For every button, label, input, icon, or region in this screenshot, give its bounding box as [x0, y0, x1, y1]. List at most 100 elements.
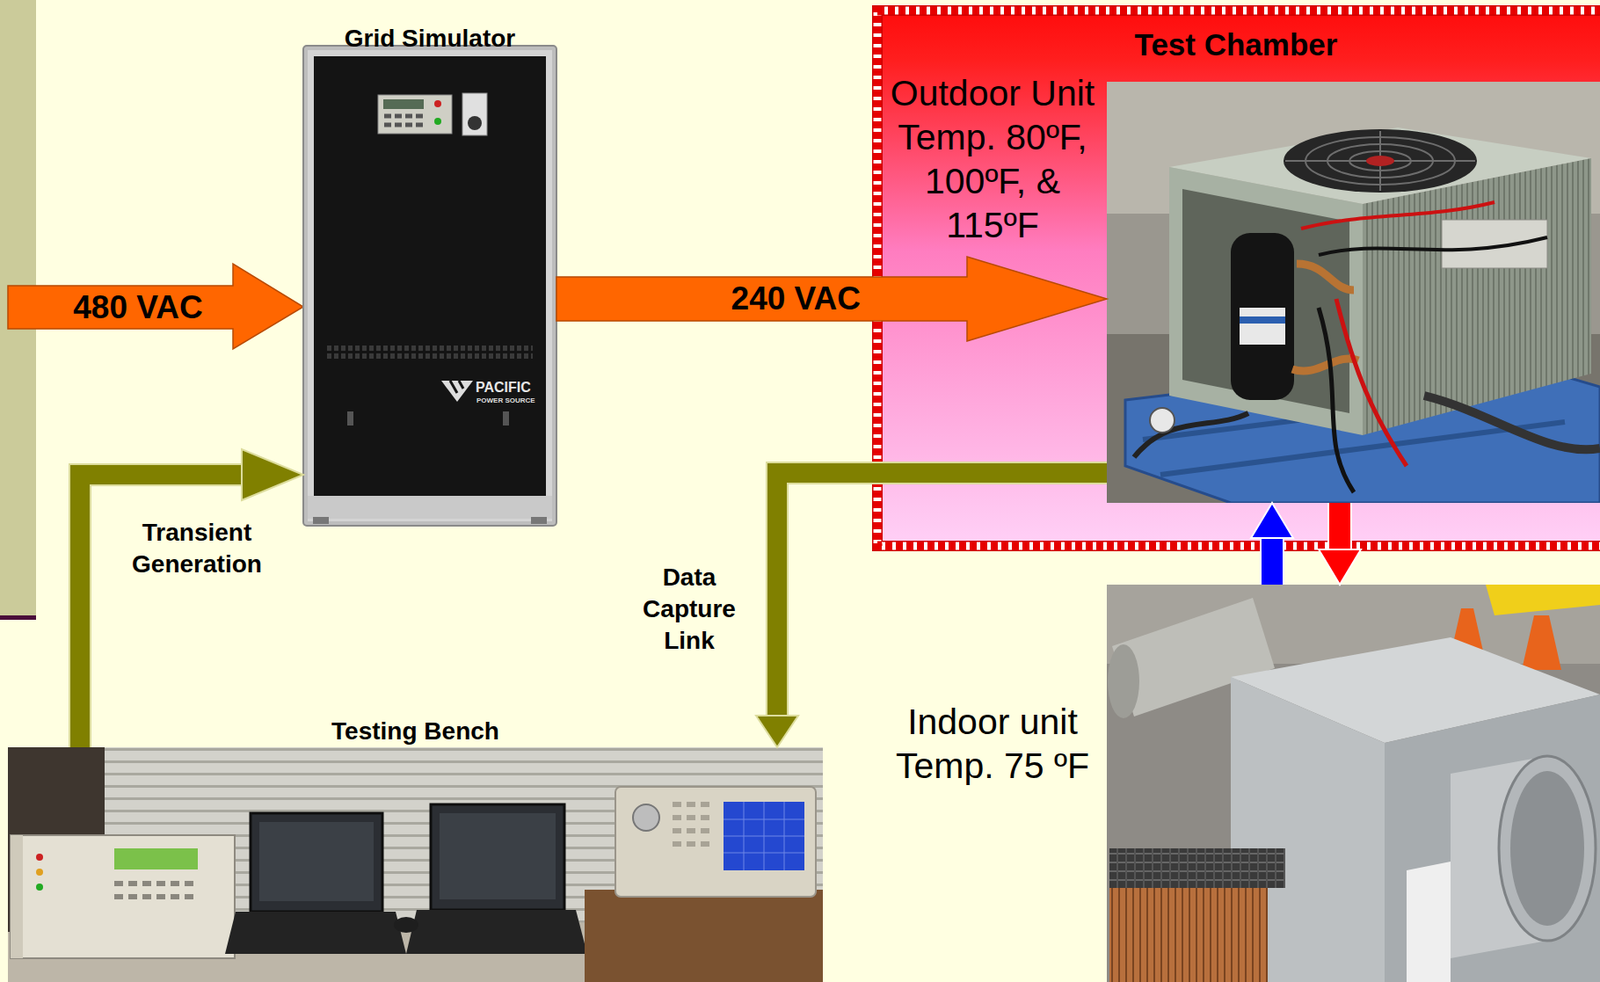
- edge-label-place: 240 VAC: [619, 277, 972, 320]
- outdoor-unit-photo: [1106, 81, 1600, 503]
- indoor-unit-photo: [1498, 756, 1596, 941]
- unit-caption: Indoor unit Temp. 75 ºF: [881, 699, 1104, 788]
- supply-arrow: [7, 263, 304, 350]
- refrigerant-arrow-shaft: [1329, 502, 1351, 551]
- testing-bench-photo: [723, 801, 805, 871]
- testing-bench-photo: [615, 786, 816, 897]
- refrigerant-arrow-head: [1318, 549, 1361, 585]
- indoor-unit-photo: [1485, 584, 1600, 616]
- indoor-unit-photo: [1109, 887, 1268, 982]
- testing-bench-photo: [114, 883, 194, 897]
- outdoor-unit-photo: [1362, 158, 1592, 436]
- grid-simulator-cabinet: [378, 94, 452, 134]
- node-heading-place: Grid Simulator: [285, 24, 575, 53]
- grid-simulator-cabinet: [502, 411, 510, 426]
- signal-arrow-outline: [777, 472, 1107, 717]
- testing-bench-photo: [7, 747, 823, 982]
- power-arrow-body: [556, 256, 1107, 342]
- grid-simulator-cabinet: [313, 56, 546, 496]
- testing-bench-photo: [439, 813, 556, 900]
- indoor-unit-photo: [1107, 644, 1140, 719]
- grid-simulator-cabinet: [307, 50, 553, 522]
- outdoor-unit-photo: [1149, 407, 1175, 433]
- testing-bench-photo: [672, 804, 710, 844]
- brand-logo-text: PACIFIC: [475, 379, 545, 396]
- refrigerant-arrow: [1318, 502, 1361, 585]
- testing-bench-photo: [259, 821, 374, 902]
- grid-simulator-box: Grid Simulator: [303, 54, 557, 526]
- indoor-unit-photo: [1510, 770, 1585, 926]
- outdoor-unit-photo: [1318, 307, 1354, 493]
- testing-bench-photo: [393, 916, 419, 933]
- testing-bench-photo: [406, 909, 588, 954]
- brand-logo-text-place: PACIFIC: [475, 379, 545, 396]
- voltage-label: 480 VAC: [32, 286, 244, 329]
- edge-label-place: Transient Generation: [109, 516, 285, 581]
- voltage-label-place: 480 VAC: [32, 286, 244, 329]
- grid-simulator-cabinet: [303, 45, 557, 526]
- testing-bench-box: Testing Bench: [7, 747, 823, 982]
- outdoor-unit-photo: [1285, 130, 1476, 191]
- refrigerant-arrow: [1250, 502, 1294, 585]
- testing-bench-photo: [10, 835, 23, 959]
- edge-label-place: Data Capture Link: [627, 561, 751, 657]
- testing-bench-photo: [36, 883, 44, 891]
- outdoor-unit-photo: [1318, 237, 1548, 255]
- grid-simulator-cabinet: [347, 411, 354, 426]
- indoor-unit-photo: [1521, 615, 1562, 670]
- grid-simulator-cabinet: [467, 116, 482, 131]
- refrigerant-arrow-outline: [1259, 537, 1285, 585]
- signal-arrow-head: [756, 715, 799, 748]
- testing-bench-photo: [632, 804, 660, 831]
- supply-arrow: [7, 263, 304, 350]
- node-heading: Grid Simulator: [285, 24, 575, 53]
- signal-arrow-shaft: [80, 474, 243, 748]
- signal-arrow-head: [241, 449, 304, 501]
- grid-simulator-cabinet: [307, 495, 553, 519]
- outdoor-unit-photo: [1239, 316, 1286, 324]
- grid-simulator-cabinet: [462, 93, 488, 136]
- test-chamber-box: Test ChamberOutdoor Unit Temp. 80ºF, 100…: [872, 5, 1600, 552]
- refrigerant-arrow-head: [1250, 502, 1294, 539]
- outdoor-unit-box: Outdoor Unit Temp. 80ºF, 100ºF, & 115ºF: [1106, 81, 1600, 503]
- grid-simulator-cabinet: [312, 516, 329, 524]
- outdoor-unit-photo: [1336, 298, 1407, 466]
- grid-simulator-cabinet: [434, 100, 442, 108]
- outdoor-unit-photo: [1301, 202, 1495, 229]
- chamber-title-place: Test Chamber: [872, 27, 1600, 63]
- edge-label: Data Capture Link: [627, 561, 751, 657]
- signal-arrow-outline: [80, 474, 243, 748]
- grid-simulator-cabinet: [450, 380, 464, 393]
- power-arrow: [556, 256, 1107, 342]
- testing-bench-photo: [114, 848, 198, 870]
- testing-bench-photo: [10, 835, 235, 959]
- outdoor-unit-photo: [1106, 81, 1600, 503]
- indoor-unit-photo: [1406, 861, 1451, 982]
- testing-bench-photo: [36, 853, 44, 861]
- indoor-unit-photo: [1384, 694, 1600, 982]
- outdoor-unit-photo: [1292, 358, 1359, 371]
- testing-bench-photo: [7, 747, 823, 982]
- node-heading: Testing Bench: [7, 717, 823, 746]
- grid-simulator-cabinet: [327, 348, 533, 357]
- unit-caption-place: Indoor unit Temp. 75 ºF: [881, 699, 1104, 788]
- refrigerant-arrow-shaft: [1261, 537, 1283, 585]
- grid-simulator-cabinet: [384, 116, 423, 125]
- testing-bench-photo: [36, 868, 44, 876]
- testing-bench-photo: [584, 889, 823, 982]
- signal-arrow-shaft: [777, 472, 1107, 717]
- outdoor-unit-photo: [1296, 263, 1354, 291]
- edge-label: 240 VAC: [619, 277, 972, 320]
- unit-caption: Outdoor Unit Temp. 80ºF, 100ºF, & 115ºF: [881, 71, 1104, 248]
- brand-logo-text: POWER SOURCE: [476, 396, 546, 406]
- outdoor-unit-photo: [1230, 232, 1295, 400]
- testing-bench-photo: [225, 911, 407, 954]
- grid-simulator-cabinet: [434, 117, 442, 125]
- grid-simulator-cabinet: [441, 380, 473, 402]
- edge-label: Transient Generation: [109, 516, 285, 581]
